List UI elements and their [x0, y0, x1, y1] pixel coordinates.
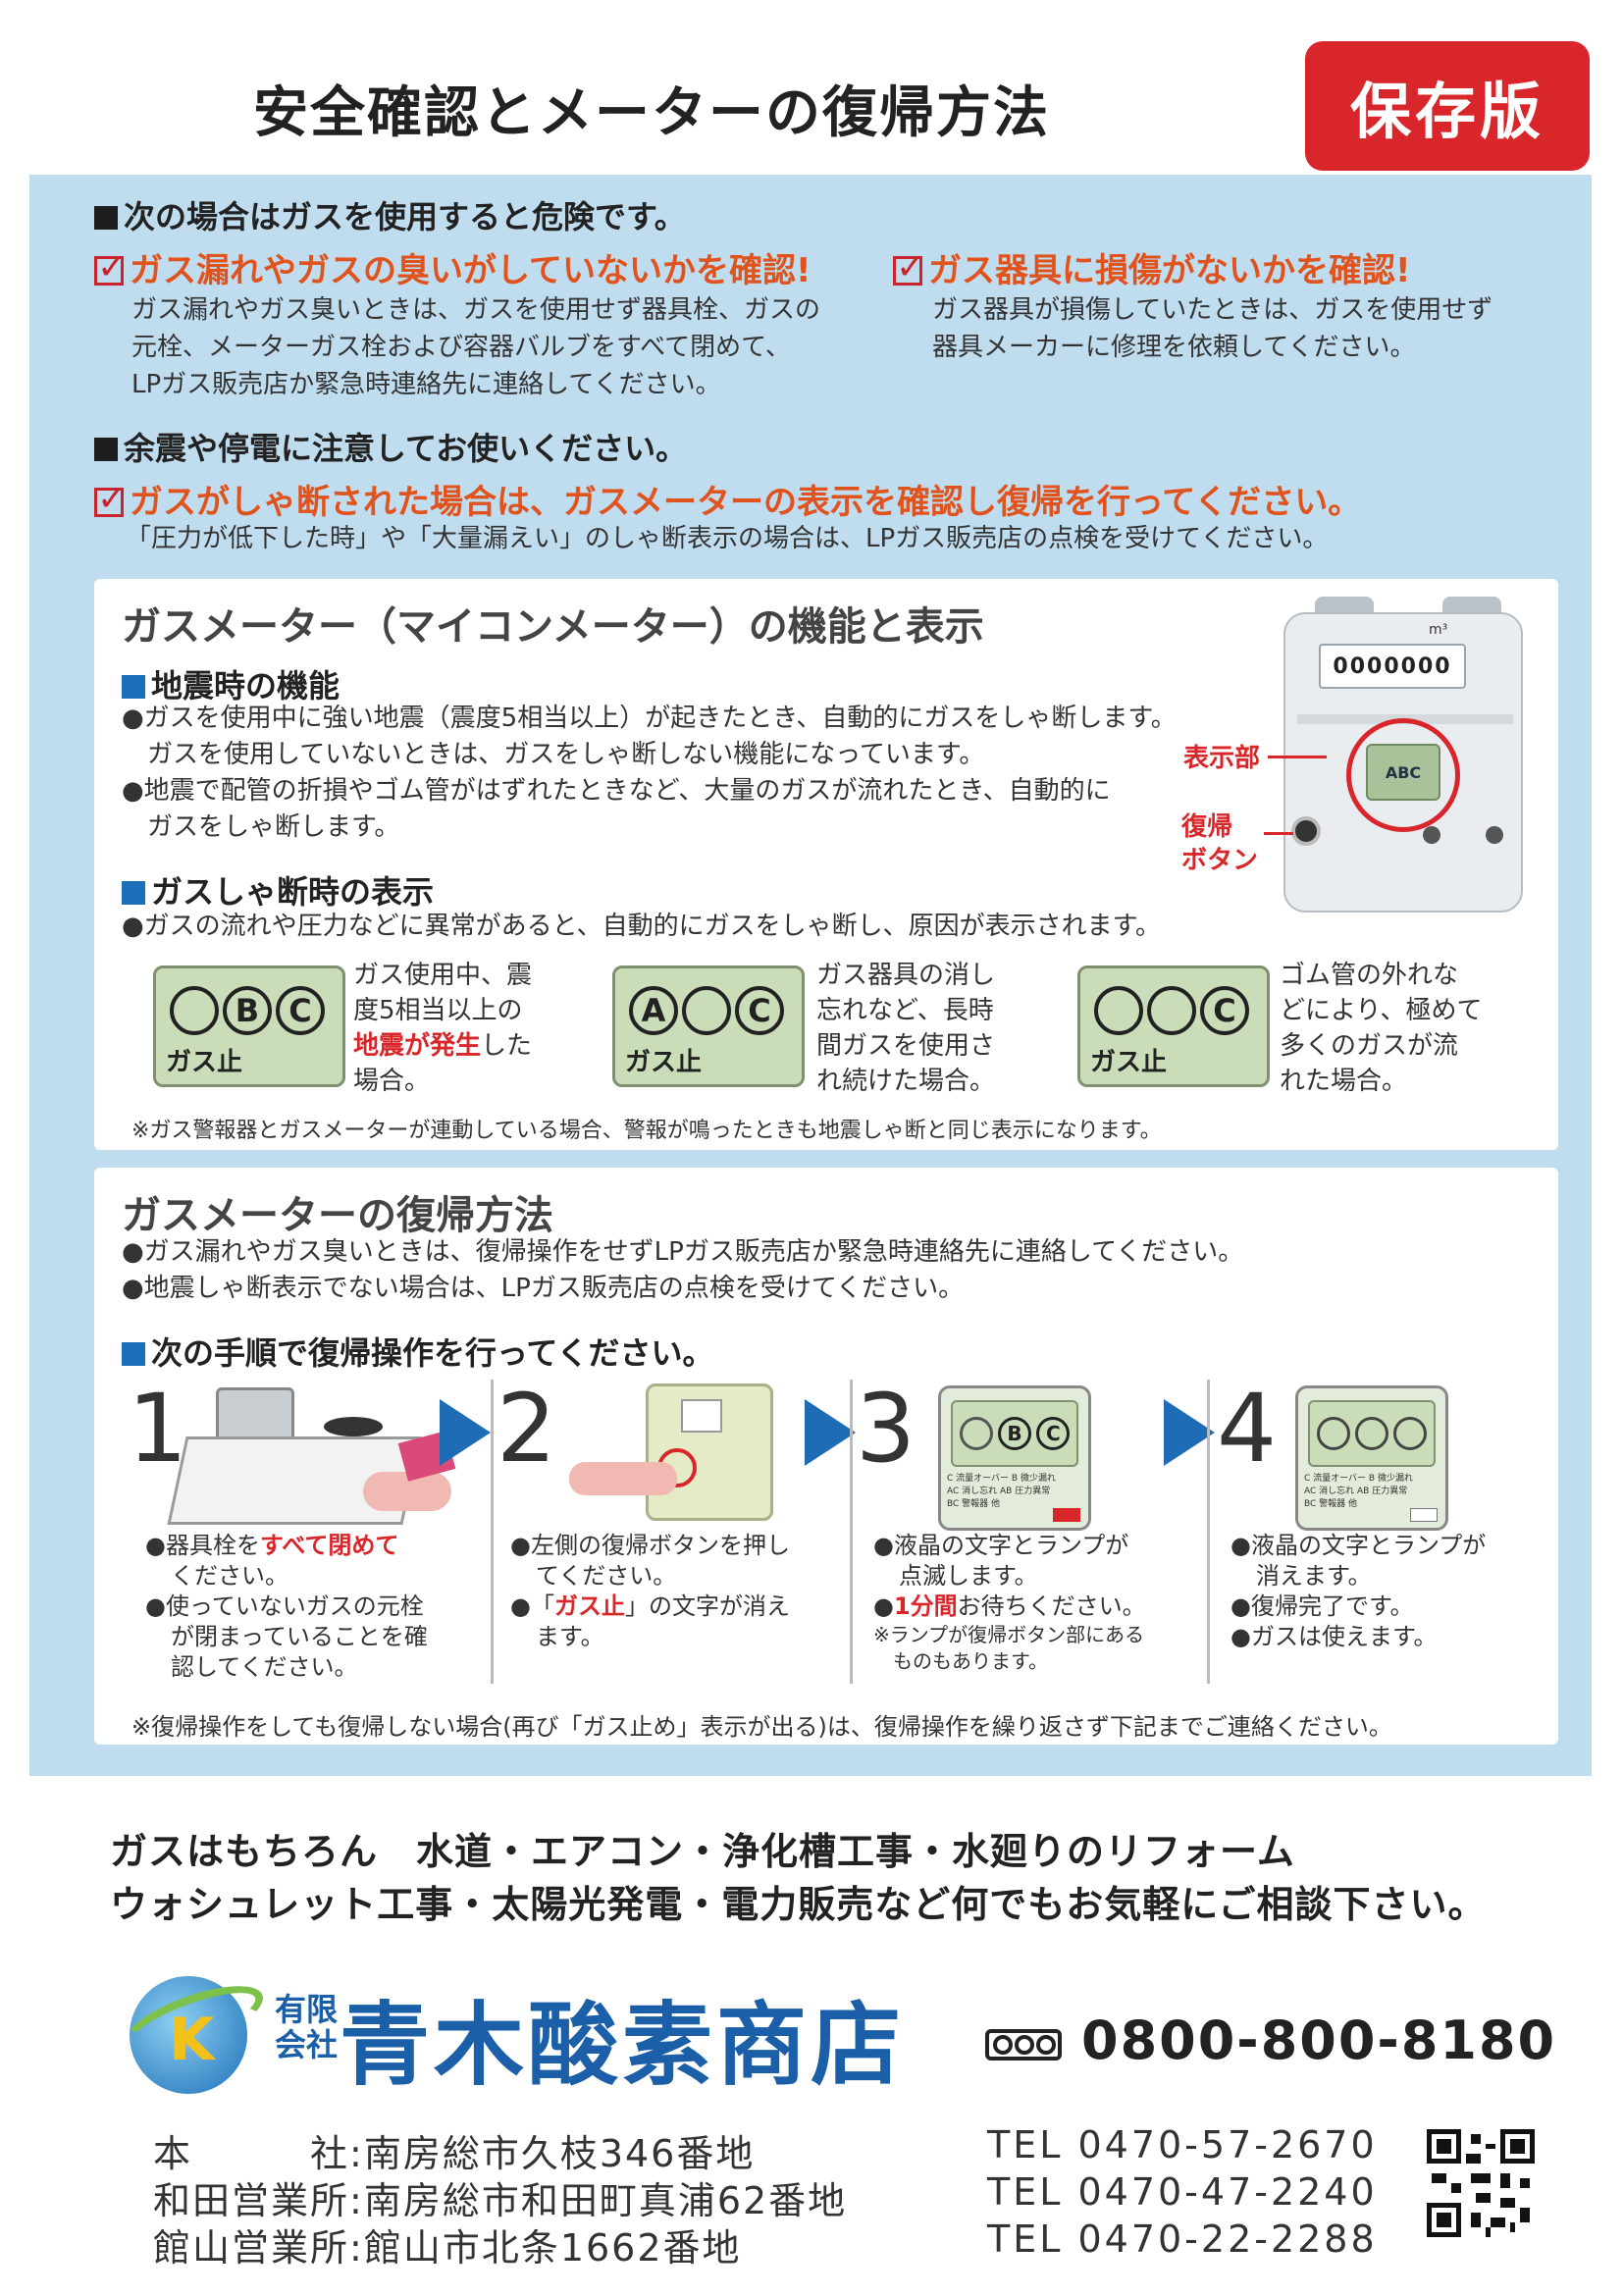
reset-button-icon — [1291, 816, 1321, 846]
step-arrow-2 — [805, 1399, 856, 1466]
check-damage: ガス器具に損傷がないかを確認! — [893, 243, 1411, 291]
reset-button-label: 復帰 ボタン — [1181, 812, 1259, 875]
office-head: 本 社:南房総市久枝346番地 — [153, 2132, 756, 2175]
display-highlight-ring — [1346, 718, 1460, 832]
danger-heading: 次の場合はガスを使用すると危険です。 — [94, 192, 686, 237]
shutoff-heading: ガスしゃ断時の表示 — [122, 867, 434, 913]
check-leak-body: ガス漏れやガス臭いときは、ガスを使用せず器具栓、ガスの 元栓、メーターガス栓およ… — [131, 295, 821, 399]
case-hose-desc: ゴム管の外れな どにより、極めて 多くのガスが流 れた場合。 — [1280, 961, 1483, 1096]
freedial-number: 0800-800-8180 — [1081, 2009, 1557, 2071]
reset-footnote: ※復帰操作をしても復帰しない場合(再び「ガス止め」表示が出る)は、復帰操作を繰り… — [131, 1713, 1392, 1741]
case-earthquake-desc: ガス使用中、震 度5相当以上の 地震が発生した 場合。 — [353, 961, 533, 1096]
lcd-case-earthquake: B C ガス止 — [153, 965, 345, 1087]
aftershock-body: 「圧力が低下した時」や「大量漏えい」のしゃ断表示の場合は、LPガス販売店の点検を… — [126, 524, 1329, 553]
lcd-case-hose: C ガス止 — [1077, 965, 1270, 1087]
quake-heading: 地震時の機能 — [122, 661, 340, 706]
lcd-case-forgotten: A C ガス止 — [612, 965, 805, 1087]
meter-section-title: ガスメーター（マイコンメーター）の機能と表示 — [122, 604, 984, 650]
step-arrow-1 — [440, 1399, 491, 1466]
alarm-note: ※ガス警報器とガスメーターが連動している場合、警報が鳴ったときも地震しゃ断と同じ… — [131, 1119, 1162, 1143]
step-2-number: 2 — [497, 1374, 557, 1484]
step-3-number: 3 — [856, 1374, 916, 1484]
step-1-stove-illustration — [167, 1378, 456, 1535]
office-wada-tel: TEL 0470-47-2240 — [987, 2170, 1378, 2214]
meter-mini-lcd: ABC — [1366, 744, 1440, 801]
step-4-text: ●液晶の文字とランプが 消えます。 ●復帰完了です。 ●ガスは使えます。 — [1230, 1532, 1487, 1650]
step-4-panel: C 流量オーバー B 微少漏れ AC 消し忘れ AB 圧力異常 BC 警報器 他 — [1295, 1385, 1448, 1531]
services-line-1: ガスはもちろん 水道・エアコン・浄化槽工事・水廻りのリフォーム — [110, 1830, 1295, 1873]
company-name: 青木酸素商店 — [340, 1993, 906, 2098]
display-part-label: 表示部 — [1183, 744, 1261, 773]
services-line-2: ウォシュレット工事・太陽光発電・電力販売など何でもお気軽にご相談下さい。 — [110, 1883, 1487, 1926]
step-4-number: 4 — [1217, 1374, 1278, 1484]
reset-section-title: ガスメーターの復帰方法 — [122, 1193, 553, 1238]
office-head-tel: TEL 0470-57-2670 — [987, 2123, 1378, 2166]
gas-meter-illustration: 0000000 m³ ABC — [1276, 597, 1531, 920]
step-arrow-3 — [1164, 1399, 1215, 1466]
company-logo-icon: K — [115, 1957, 272, 2104]
case-forgotten-desc: ガス器具の消し 忘れなど、長時 間ガスを使用さ れ続けた場合。 — [816, 961, 996, 1096]
check-leak: ガス漏れやガスの臭いがしていないかを確認! — [94, 243, 811, 291]
check-shutoff: ガスがしゃ断された場合は、ガスメーターの表示を確認し復帰を行ってください。 — [94, 475, 1361, 523]
step-3-panel: B C C 流量オーバー B 微少漏れ AC 消し忘れ AB 圧力異常 BC 警… — [938, 1385, 1091, 1531]
meter-unit: m³ — [1429, 622, 1448, 638]
reset-warnings: ●ガス漏れやガス臭いときは、復帰操作をせずLPガス販売店か緊急時連絡先に連絡して… — [122, 1237, 1244, 1303]
company-type: 有限 会社 — [275, 1991, 339, 2063]
step-3-text: ●液晶の文字とランプが 点滅します。 ●1分間お待ちください。 ※ランプが復帰ボ… — [873, 1532, 1146, 1673]
step-1-text: ●器具栓をすべて閉めて ください。 ●使っていないガスの元栓 が閉まっていること… — [145, 1532, 428, 1681]
step-2-press-illustration — [550, 1383, 795, 1531]
meter-counter: 0000000 — [1319, 644, 1466, 689]
check-damage-body: ガス器具が損傷していたときは、ガスを使用せず 器具メーカーに修理を依頼してくださ… — [932, 295, 1493, 362]
aftershock-heading: 余震や停電に注意してお使いください。 — [94, 424, 687, 469]
office-tateyama: 館山営業所:館山市北条1662番地 — [153, 2226, 742, 2270]
quake-description: ●ガスを使用中に強い地震（震度5相当以上）が起きたとき、自動的にガスをしゃ断しま… — [122, 704, 1177, 842]
step-1-number: 1 — [128, 1374, 188, 1484]
office-wada: 和田営業所:南房総市和田町真浦62番地 — [153, 2179, 848, 2222]
freedial-icon — [985, 2025, 1062, 2064]
keep-badge: 保存版 — [1305, 41, 1590, 171]
qr-code[interactable] — [1427, 2129, 1535, 2237]
steps-heading: 次の手順で復帰操作を行ってください。 — [122, 1329, 713, 1374]
page-title: 安全確認とメーターの復帰方法 — [253, 81, 1050, 145]
step-2-text: ●左側の復帰ボタンを押し てください。 ●「ガス止」の文字が消え ます。 — [510, 1532, 790, 1650]
office-tateyama-tel: TEL 0470-22-2288 — [987, 2218, 1378, 2261]
shutoff-description: ●ガスの流れや圧力などに異常があると、自動的にガスをしゃ断し、原因が表示されます… — [122, 912, 1162, 941]
